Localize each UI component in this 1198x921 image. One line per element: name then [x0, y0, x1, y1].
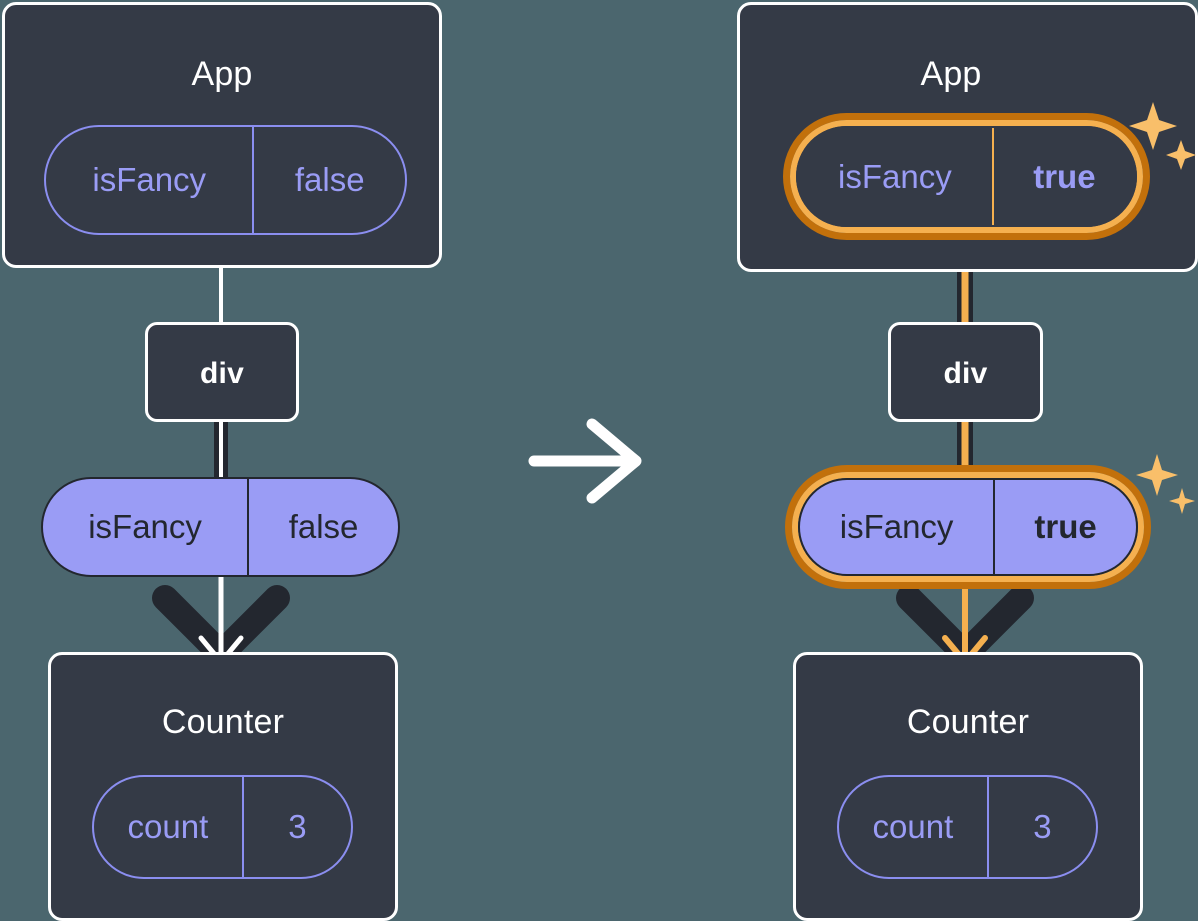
app-state-highlight-ring-inner-after — [790, 120, 1143, 233]
prop-pill-before[interactable]: isFancy false — [41, 477, 400, 577]
div-element-box-after[interactable]: div — [888, 322, 1043, 422]
state-value: false — [252, 127, 405, 233]
sparkles-icon-app-after — [1129, 102, 1196, 170]
div-element-box-before[interactable]: div — [145, 322, 299, 422]
prop-value: true — [993, 480, 1136, 574]
state-value: true — [991, 128, 1135, 225]
app-title-after: App — [920, 55, 982, 93]
prop-value: false — [247, 479, 398, 575]
app-state-highlight-ring-outer-after — [783, 113, 1150, 240]
counter-title-after: Counter — [906, 703, 1030, 741]
counter-title-before: Counter — [161, 703, 285, 741]
counter-component-box-after[interactable]: Counter count 3 — [793, 652, 1143, 921]
state-name: count — [872, 808, 954, 845]
app-state-pill-before[interactable]: isFancy false — [44, 125, 407, 235]
prop-name: isFancy — [88, 508, 202, 545]
prop-pill-after[interactable]: isFancy true — [798, 478, 1138, 576]
app-component-box-before[interactable]: App isFancy false — [2, 2, 442, 268]
counter-component-box-before[interactable]: Counter count 3 — [48, 652, 398, 921]
counter-state-pill-after[interactable]: count 3 — [837, 775, 1098, 879]
state-value: 3 — [241, 777, 351, 877]
div-title-after: div — [943, 357, 988, 390]
state-name: isFancy — [92, 161, 207, 198]
div-title-before: div — [200, 357, 244, 390]
sparkles-icon-prop-after — [1136, 454, 1195, 514]
prop-highlight-ring-outer-after — [785, 465, 1151, 589]
transition-arrow-icon — [528, 418, 642, 504]
app-state-pill-after[interactable]: isFancy true — [796, 126, 1137, 227]
state-name: count — [127, 808, 209, 845]
prop-name: isFancy — [839, 508, 954, 545]
counter-state-pill-before[interactable]: count 3 — [92, 775, 353, 879]
state-name: isFancy — [838, 157, 952, 195]
state-value: 3 — [986, 777, 1096, 877]
prop-highlight-ring-inner-after — [792, 472, 1144, 582]
app-title-before: App — [191, 55, 253, 93]
